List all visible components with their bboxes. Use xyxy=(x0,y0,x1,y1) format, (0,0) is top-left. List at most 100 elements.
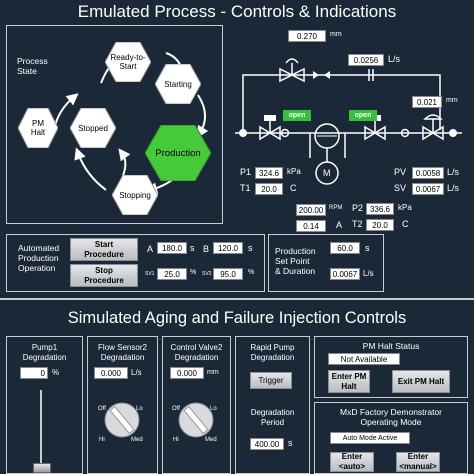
p1-unit: kPa xyxy=(287,167,301,176)
sv1-value[interactable]: 25.0 xyxy=(157,268,187,280)
setpoint-flow-unit: L/s xyxy=(363,269,374,278)
state-stopping-label: Stopping xyxy=(119,190,151,200)
flow-sensor2-knob-med: Med xyxy=(131,437,143,443)
pid-diagram xyxy=(235,58,462,185)
amp-unit: A xyxy=(336,220,343,230)
top-gap-unit: mm xyxy=(330,31,342,38)
amp-value: 0.14 xyxy=(296,220,326,232)
flow-sensor2-knob-hi: Hi xyxy=(99,437,105,443)
sv2-unit: % xyxy=(248,269,255,276)
sv-label: SV xyxy=(394,183,407,193)
enter-pm-halt-button[interactable]: Enter PM Halt xyxy=(328,370,370,393)
right-gap-value: 0.021 xyxy=(412,96,442,108)
duration-unit: s xyxy=(365,243,370,253)
auto-operation-label: Automated Production Operation xyxy=(18,243,60,273)
rapid-pump-label: Rapid Pump Degradation xyxy=(250,343,295,362)
duration-value[interactable]: 60.0 xyxy=(330,242,360,254)
state-starting: Starting xyxy=(155,64,201,104)
rpm-unit: RPM xyxy=(329,205,343,211)
sv1-label: SV1 xyxy=(145,271,155,277)
state-ready-label: Ready-to- Start xyxy=(110,53,146,71)
degradation-period-unit: s xyxy=(288,438,293,448)
state-stopped-label: Stopped xyxy=(78,123,108,133)
setpoint-flow-value[interactable]: 0.0067 xyxy=(330,268,360,280)
mxd-mode-title: MxD Factory Demonstrator Operating Mode xyxy=(339,407,443,427)
section-title-failure-injection: Simulated Aging and Failure Injection Co… xyxy=(67,309,407,327)
flow-sensor2-value[interactable]: 0.000 xyxy=(94,367,128,379)
control-valve2-knob-hi: Hi xyxy=(173,437,179,443)
start-procedure-button[interactable]: Start Procedure xyxy=(70,238,138,261)
production-setpoint-label: Production Set Point & Duration xyxy=(275,246,316,276)
control-valve2-knob-med: Med xyxy=(205,437,217,443)
control-valve2-value[interactable]: 0.000 xyxy=(170,367,204,379)
state-stopping: Stopping xyxy=(112,175,158,215)
process-state-label: Process State xyxy=(17,56,48,76)
pv-value: 0.0058 xyxy=(412,167,444,179)
state-pm-halt-label: PM Halt xyxy=(30,119,46,137)
mxd-mode-status: Auto Mode Active xyxy=(330,432,410,444)
sv-value: 0.0067 xyxy=(412,183,444,195)
degradation-period-value[interactable]: 400.00 xyxy=(250,438,284,450)
process-state-panel xyxy=(6,25,223,224)
pv-label: PV xyxy=(394,167,407,177)
control-valve2-unit: mm xyxy=(207,369,219,376)
pm-halt-status: Not Available xyxy=(328,353,400,365)
enter-manual-button[interactable]: Enter <manual> xyxy=(396,452,440,472)
t1-unit: C xyxy=(290,183,297,193)
a-label: A xyxy=(147,244,154,254)
t1-value: 20.0 xyxy=(255,183,283,195)
t2-label: T2 xyxy=(352,219,363,229)
flow-sensor2-knob-lo: Lo xyxy=(136,406,143,412)
flow-sensor2-label: Flow Sensor2 Degradation xyxy=(98,343,147,362)
auto-operation-panel xyxy=(6,234,265,292)
state-production-label: Production xyxy=(155,147,201,159)
state-pm-halt: PM Halt xyxy=(18,108,58,148)
p2-unit: kPa xyxy=(398,203,412,212)
state-starting-label: Starting xyxy=(164,79,192,89)
flow-sensor2-unit: L/s xyxy=(131,368,142,377)
exit-pm-halt-button[interactable]: Exit PM Halt xyxy=(392,370,450,393)
section-title-controls: Emulated Process - Controls & Indication… xyxy=(77,2,397,21)
t2-value: 20.0 xyxy=(366,219,394,231)
production-setpoint-panel xyxy=(268,234,384,292)
control-valve2-knob-off: Off xyxy=(172,406,180,412)
enter-auto-button[interactable]: Enter <auto> xyxy=(330,452,374,472)
pm-halt-title: PM Halt Status xyxy=(362,341,420,351)
pm-halt-panel xyxy=(314,336,468,398)
b-unit: s xyxy=(248,243,253,253)
state-stopped: Stopped xyxy=(70,108,116,148)
rpm-value: 200.00 xyxy=(296,204,326,216)
p2-label: P2 xyxy=(352,203,364,213)
a-value[interactable]: 180.0 xyxy=(157,242,187,254)
pump1-slider-track[interactable] xyxy=(40,390,42,468)
degradation-period-label: Degradation Period xyxy=(250,408,295,427)
sv1-unit: % xyxy=(190,269,197,276)
pump1-slider-handle[interactable] xyxy=(33,463,51,473)
motor-label: M xyxy=(323,168,331,178)
pump1-value[interactable]: 0 xyxy=(20,367,48,379)
state-ready-to-start: Ready-to- Start xyxy=(105,42,151,82)
stop-procedure-button[interactable]: Stop Procedure xyxy=(70,264,138,287)
top-flow-value: 0.0256 xyxy=(348,54,384,66)
valve-left-open-badge: open xyxy=(283,110,311,121)
state-production: Production xyxy=(145,125,211,181)
sv2-value[interactable]: 95.0 xyxy=(213,268,243,280)
t1-label: T1 xyxy=(240,183,251,193)
p1-value: 324.6 xyxy=(255,167,283,179)
section-divider xyxy=(0,298,474,300)
p1-label: P1 xyxy=(240,167,252,177)
p2-value: 336.6 xyxy=(366,203,394,215)
sv2-label: SV2 xyxy=(202,271,212,277)
flow-sensor2-knob[interactable] xyxy=(104,402,140,438)
sv-unit: L/s xyxy=(447,183,460,193)
b-label: B xyxy=(203,244,210,254)
top-gap-value: 0.270 xyxy=(288,30,326,42)
b-value[interactable]: 120.0 xyxy=(213,242,243,254)
rapid-pump-trigger-button[interactable]: Trigger xyxy=(250,372,292,389)
right-gap-unit: mm xyxy=(446,97,458,104)
t2-unit: C xyxy=(402,219,409,229)
control-valve2-knob[interactable] xyxy=(178,402,214,438)
pump1-label: Pump1 Degradation xyxy=(22,343,67,362)
a-unit: s xyxy=(190,243,195,253)
control-valve2-knob-lo: Lo xyxy=(210,406,217,412)
